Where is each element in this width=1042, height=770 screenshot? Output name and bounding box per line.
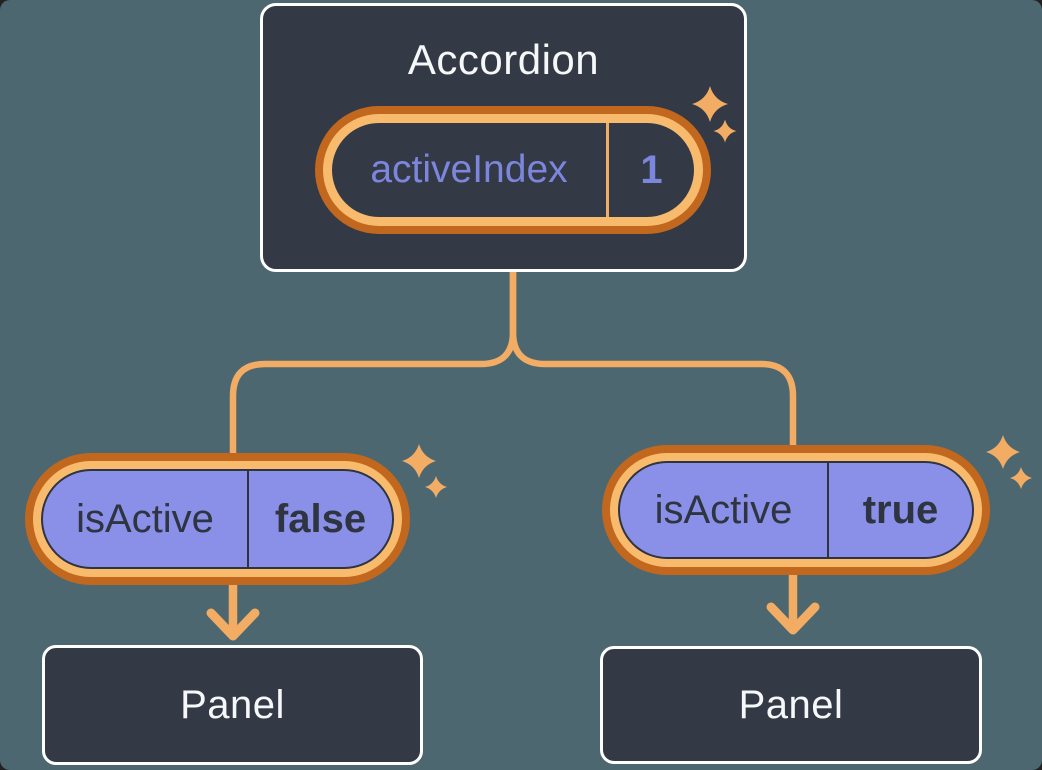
- prop-name-left: isActive: [76, 496, 214, 541]
- prop-pill-left: isActive false: [25, 453, 410, 585]
- state-pill-inner-ring: activeIndex 1: [323, 114, 703, 226]
- sparkle-icon: [402, 444, 447, 498]
- fork-left-wire: [229, 266, 517, 462]
- panel-box-left: Panel: [42, 645, 423, 765]
- prop-pill-left-core: isActive false: [41, 469, 394, 569]
- state-pill: activeIndex 1: [315, 106, 711, 234]
- arrow-down-left-icon: [206, 578, 260, 641]
- prop-pill-right: isActive true: [602, 445, 990, 575]
- prop-pill-right-core: isActive true: [618, 461, 974, 559]
- arrow-down-right-icon: [766, 568, 820, 635]
- panel-title-right: Panel: [738, 682, 844, 727]
- state-value: 1: [606, 123, 694, 217]
- prop-value-right: true: [827, 463, 972, 557]
- accordion-title: Accordion: [407, 36, 600, 83]
- fork-right-wire: [509, 266, 797, 454]
- prop-name-right: isActive: [654, 487, 793, 532]
- accordion-box: Accordion activeIndex 1: [260, 3, 747, 272]
- prop-value-left: false: [247, 471, 392, 567]
- panel-box-right: Panel: [600, 646, 982, 764]
- sparkle-icon: [986, 435, 1032, 489]
- state-name: activeIndex: [370, 148, 568, 191]
- panel-title-left: Panel: [180, 682, 285, 727]
- state-pill-core: activeIndex 1: [332, 123, 694, 217]
- prop-pill-left-inner-ring: isActive false: [33, 461, 402, 577]
- prop-pill-right-inner-ring: isActive true: [610, 453, 982, 567]
